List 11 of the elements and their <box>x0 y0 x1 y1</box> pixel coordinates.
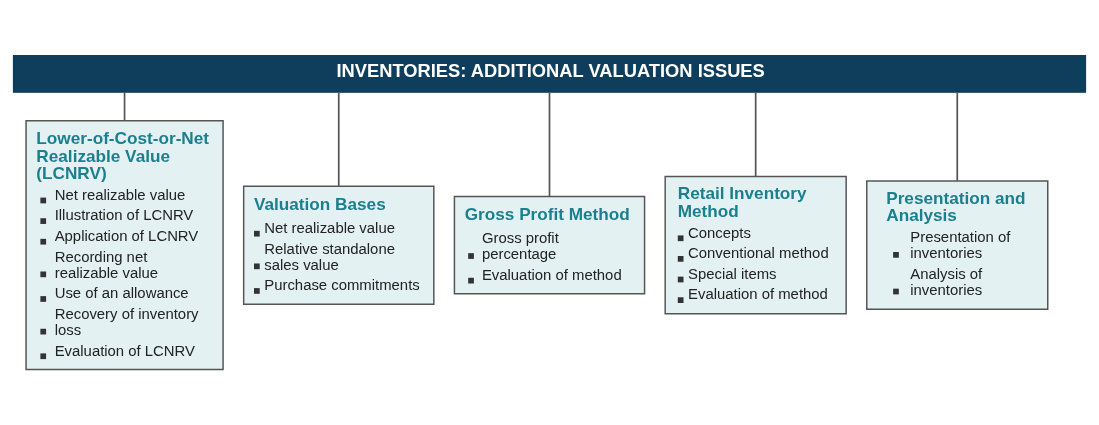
connector <box>548 91 551 198</box>
node-box: Presentation and Analysis Presentation of inventories Analysis of inventories <box>866 180 1049 311</box>
connector <box>956 91 959 182</box>
connector <box>123 91 126 122</box>
node-box: Valuation Bases Net realizable value Relative standalone sales value Purchase commitments <box>242 185 435 305</box>
node-box: Retail Inventory Method Concepts Conventional method Special items Evaluation of method <box>664 175 847 315</box>
node-box: Gross Profit Method Gross profit percentage Evaluation of method <box>453 195 646 295</box>
connector <box>337 91 340 187</box>
node-box: INVENTORIES: ADDITIONAL VALUATION ISSUES <box>12 55 1087 93</box>
connector <box>754 91 757 178</box>
node-box: Lower-of-Cost-or-Net Realizable Value (LCNRV) Net realizable value Illustration of LCNRV Application of LCNRV Recording net realizable value Use of an allowance Recovery of inventory loss Evaluation of LCNRV <box>25 120 224 371</box>
